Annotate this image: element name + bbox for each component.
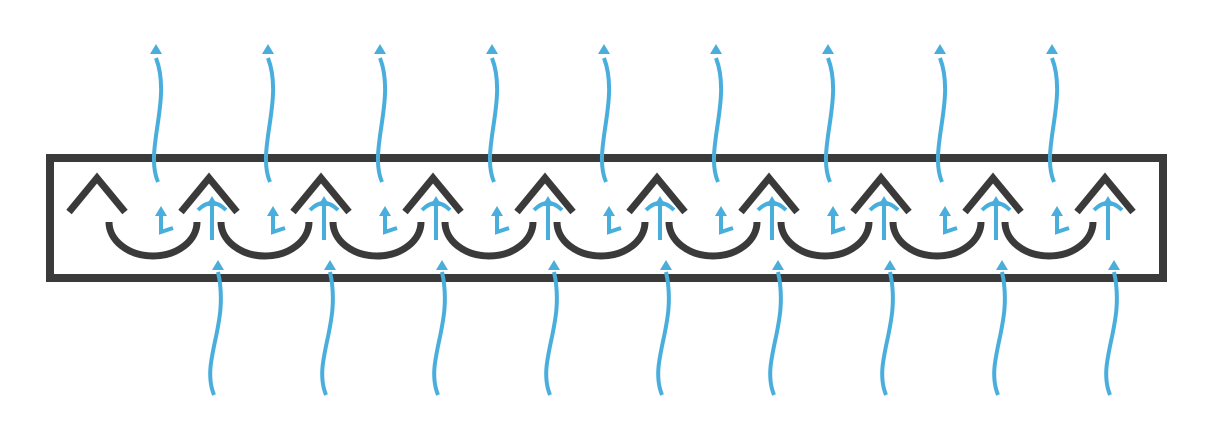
inlet-flow-arrow — [432, 271, 447, 396]
outlet-flow-arrow — [712, 57, 724, 183]
recirculation-arrow — [495, 214, 510, 235]
recirculation-arrow — [383, 214, 398, 235]
outlet-flow-arrow — [1048, 57, 1060, 183]
cup-louver — [889, 221, 985, 260]
chevron-louver — [402, 172, 464, 215]
arrow-head-icon — [827, 206, 839, 216]
arrow-head-icon — [772, 260, 784, 270]
recirculation-arrow — [271, 214, 286, 235]
arrow-head-icon — [436, 260, 448, 270]
cup-louver — [441, 221, 537, 260]
inlet-flow-arrow — [544, 271, 559, 396]
arrow-head-icon — [374, 44, 386, 54]
arrow-head-icon — [996, 260, 1008, 270]
inlet-flow-arrow — [208, 271, 223, 396]
split-flow-arrow — [308, 201, 340, 212]
split-flow-arrow — [196, 201, 228, 212]
recirculation-arrow — [831, 214, 846, 235]
arrow-head-icon — [603, 206, 615, 216]
arrow-head-icon — [822, 44, 834, 54]
chevron-louver — [1074, 172, 1136, 215]
inlet-flow-arrow — [656, 271, 671, 396]
arrow-head-icon — [150, 44, 162, 54]
chevron-louver — [514, 172, 576, 215]
outlet-flow-arrow — [936, 57, 948, 183]
split-flow-arrow — [420, 201, 452, 212]
split-flow-arrow — [644, 201, 676, 212]
inlet-flow-arrow — [320, 271, 335, 396]
cup-louver — [329, 221, 425, 260]
arrow-head-icon — [262, 44, 274, 54]
arrow-head-icon — [155, 206, 167, 216]
inlet-flow-arrow — [1104, 271, 1119, 396]
arrow-head-icon — [715, 206, 727, 216]
outlet-flow-arrow — [376, 57, 388, 183]
outlet-flow-arrow — [488, 57, 500, 183]
cup-louver — [553, 221, 649, 260]
arrow-head-icon — [934, 44, 946, 54]
chevron-louver — [962, 172, 1024, 215]
split-flow-arrow — [756, 201, 788, 212]
cup-louver — [777, 221, 873, 260]
split-flow-arrow — [980, 201, 1012, 212]
split-flow-arrow — [868, 201, 900, 212]
arrow-head-icon — [379, 206, 391, 216]
arrow-head-icon — [324, 260, 336, 270]
inlet-flow-arrow — [880, 271, 895, 396]
arrow-head-icon — [598, 44, 610, 54]
louver-group — [66, 172, 1136, 260]
outlet-flow-arrow — [152, 57, 164, 183]
arrow-head-icon — [1108, 260, 1120, 270]
arrow-head-icon — [939, 206, 951, 216]
chevron-louver — [738, 172, 800, 215]
outlet-flow-arrow — [264, 57, 276, 183]
recirculation-arrow — [607, 214, 622, 235]
chevron-louver — [66, 172, 128, 215]
chevron-louver — [290, 172, 352, 215]
recirculation-arrow — [1055, 214, 1070, 235]
chevron-louver — [626, 172, 688, 215]
arrow-head-icon — [1046, 44, 1058, 54]
recirculation-arrow — [943, 214, 958, 235]
recirculation-arrow — [719, 214, 734, 235]
outlet-flow-arrow — [824, 57, 836, 183]
arrow-head-icon — [660, 260, 672, 270]
arrow-head-icon — [710, 44, 722, 54]
cup-louver — [665, 221, 761, 260]
arrow-head-icon — [212, 260, 224, 270]
arrow-head-icon — [548, 260, 560, 270]
arrow-head-icon — [486, 44, 498, 54]
recirculation-arrow — [159, 214, 174, 235]
arrow-head-icon — [491, 206, 503, 216]
arrow-head-icon — [267, 206, 279, 216]
chevron-louver — [850, 172, 912, 215]
split-flow-arrow — [1092, 201, 1124, 212]
arrow-head-icon — [1051, 206, 1063, 216]
cup-louver — [105, 221, 201, 260]
cup-louver — [1001, 221, 1097, 260]
arrow-head-icon — [884, 260, 896, 270]
airflow-group — [150, 44, 1124, 396]
inlet-flow-arrow — [768, 271, 783, 396]
chevron-louver — [178, 172, 240, 215]
cup-louver — [217, 221, 313, 260]
outlet-flow-arrow — [600, 57, 612, 183]
housing-frame — [46, 154, 1167, 282]
inlet-flow-arrow — [992, 271, 1007, 396]
split-flow-arrow — [532, 201, 564, 212]
